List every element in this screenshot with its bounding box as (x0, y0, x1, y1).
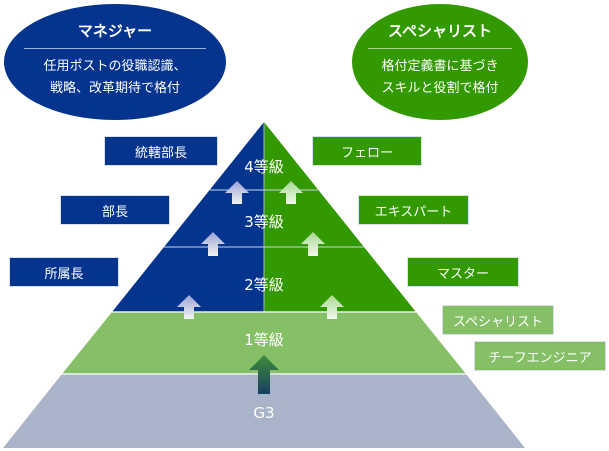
role-section-manager: 所属長 (9, 257, 119, 287)
tier-1 (62, 312, 466, 374)
divider (24, 48, 206, 49)
manager-description: 任用ポストの役職認識、戦略、改革期待で格付 (43, 59, 187, 96)
arrow-up-icon (201, 232, 225, 256)
level-1: 1等級 (244, 331, 284, 349)
divider (368, 48, 512, 49)
level-g3: G3 (253, 404, 275, 422)
arrow-up-icon (279, 181, 303, 204)
manager-track (112, 122, 264, 312)
specialist-description: 格付定義書に基づきスキルと役割で格付 (381, 59, 499, 96)
role-fellow: フェロー (312, 136, 422, 166)
tier-g3 (3, 374, 525, 448)
arrow-up-icon (301, 232, 325, 256)
specialist-ellipse: スペシャリスト 格付定義書に基づきスキルと役割で格付 (352, 4, 528, 120)
role-specialist: スペシャリスト (442, 305, 554, 335)
manager-ellipse: マネジャー 任用ポストの役職認識、戦略、改革期待で格付 (4, 4, 226, 120)
level-2: 2等級 (244, 276, 284, 294)
role-master: マスター (407, 257, 519, 287)
arrow-up-icon (249, 355, 279, 394)
role-expert: エキスパート (358, 195, 469, 225)
role-department-manager: 部長 (60, 195, 170, 225)
arrow-up-icon (320, 295, 344, 319)
arrow-up-icon (225, 181, 249, 204)
specialist-track (264, 122, 416, 312)
role-chief-engineer: チーフエンジニア (474, 341, 606, 371)
level-4: 4等級 (244, 158, 284, 176)
manager-title: マネジャー (77, 22, 153, 40)
arrow-up-icon (177, 295, 201, 319)
role-general-manager: 統轄部長 (104, 136, 218, 166)
specialist-title: スペシャリスト (388, 22, 492, 40)
level-3: 3等級 (244, 213, 284, 231)
